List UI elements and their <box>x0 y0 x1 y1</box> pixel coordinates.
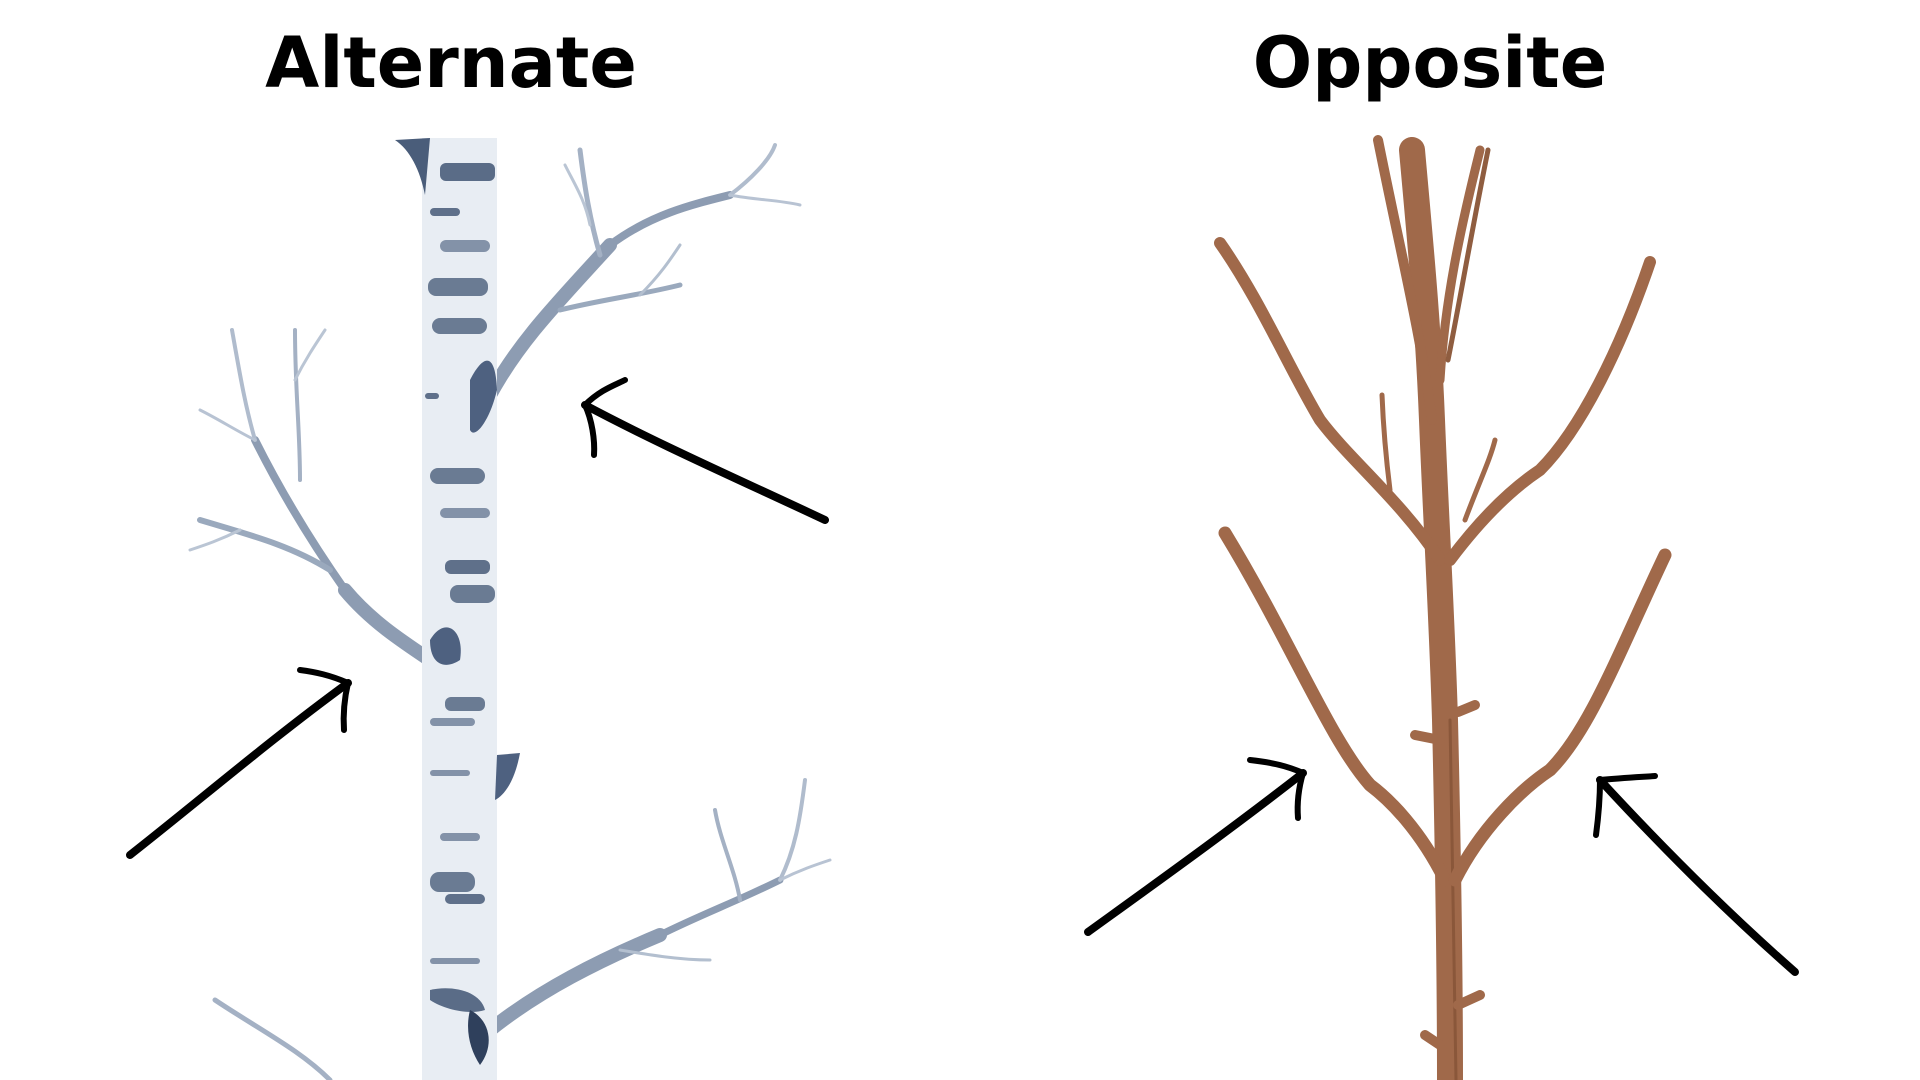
arrow-icon-opposite-right <box>1593 773 1799 976</box>
arrow-icon-alternate-lower <box>126 667 352 859</box>
title-alternate: Alternate <box>265 22 637 104</box>
opposite-branch-illustration <box>1214 135 1672 1080</box>
birch-branch-illustration <box>188 138 832 1080</box>
arrow-icon-alternate-upper <box>581 377 829 524</box>
arrow-icon-opposite-left <box>1084 757 1307 936</box>
title-opposite: Opposite <box>1252 22 1608 104</box>
